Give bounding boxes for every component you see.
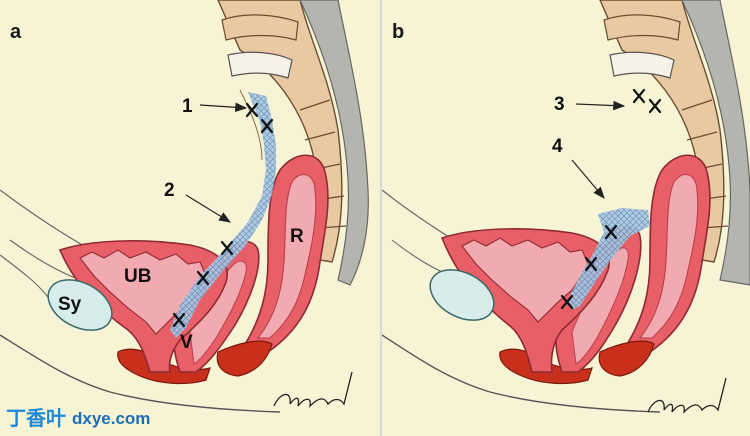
panel-a: a 1 2 UB Sy V R: [0, 0, 380, 436]
inner-body-line-2: [9, 239, 81, 281]
panel-b: b 3 4: [382, 0, 750, 436]
pelvic-floor-posterior-b: [598, 340, 655, 377]
sacrum: [217, 0, 369, 286]
mesh-implant-b: [568, 208, 650, 310]
sacrum-b: [599, 0, 750, 286]
callout-2: 2: [164, 180, 175, 201]
arrow-callout-4: [571, 159, 605, 199]
watermark-en: dxye.com: [72, 409, 150, 428]
pelvic-floor-posterior: [216, 340, 273, 377]
callout-3: 3: [554, 94, 565, 115]
bladder: [58, 240, 228, 373]
label-symphysis: Sy: [58, 294, 82, 315]
arrow-callout-2: [185, 194, 232, 223]
skin-fold-line: [0, 254, 51, 301]
signature-b: [647, 377, 727, 414]
symphysis: [47, 279, 113, 331]
mesh-implant-a: [170, 92, 276, 338]
label-vagina: V: [180, 332, 193, 353]
rectum-b: [620, 154, 711, 353]
arrow-callout-1: [199, 102, 248, 113]
label-bladder: UB: [124, 266, 151, 287]
watermark-cn: 丁香叶: [6, 407, 66, 430]
label-rectum: R: [290, 226, 304, 247]
symphysis-b: [429, 269, 495, 321]
panel-letter-a: a: [10, 21, 22, 43]
outer-body-line-b: [382, 334, 661, 413]
panel-letter-b: b: [392, 21, 404, 43]
rectum: [238, 154, 329, 353]
signature-a: [273, 371, 353, 408]
sutures-a: [172, 102, 274, 328]
watermark: 丁香叶 dxye.com: [6, 407, 150, 430]
sutures-b: [560, 88, 662, 310]
outer-body-line: [0, 334, 281, 413]
arrow-callout-3: [575, 100, 626, 111]
callout-1: 1: [182, 96, 193, 117]
callout-4: 4: [552, 136, 563, 157]
bladder-b: [440, 228, 610, 373]
